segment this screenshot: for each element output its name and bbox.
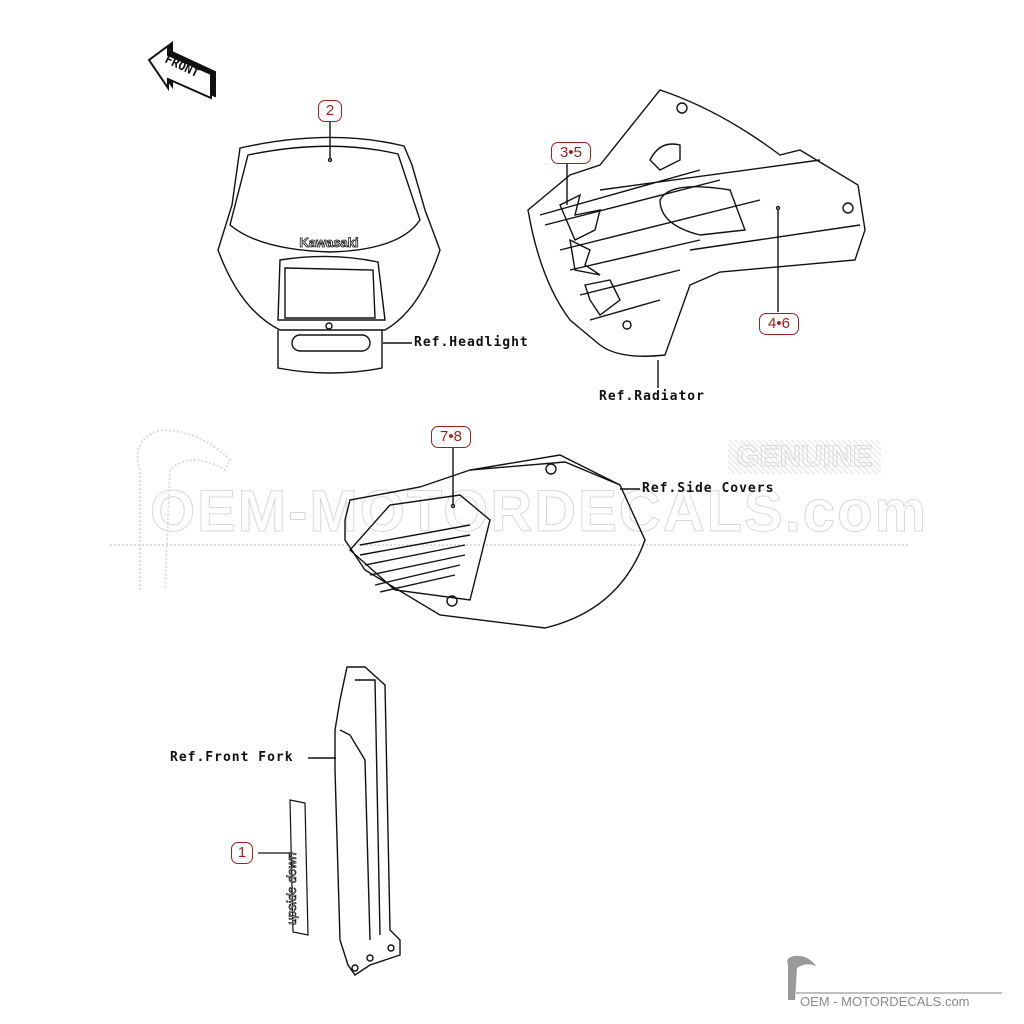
watermark-toucan-icon	[110, 428, 910, 591]
side-cover-drawing	[344, 448, 646, 629]
callout-4-6[interactable]: 4•6	[759, 313, 799, 335]
headlight-drawing	[217, 118, 441, 374]
radiator-shroud-drawing	[527, 89, 866, 388]
footer-logo-text: OEM - MOTORDECALS.com	[800, 994, 970, 1009]
watermark-text: OEM-MOTORDECALS.com	[149, 479, 929, 545]
callout-3-5[interactable]: 3•5	[551, 142, 591, 164]
kawasaki-decal-text: Kawasaki	[299, 235, 358, 250]
label-ref-radiator: Ref.Radiator	[599, 389, 705, 404]
front-fork-drawing	[308, 666, 401, 976]
upside-down-decal-text: upside down	[284, 852, 299, 925]
callout-7-8[interactable]: 7•8	[431, 426, 471, 448]
label-ref-headlight: Ref.Headlight	[414, 335, 529, 350]
callout-1[interactable]: 1	[231, 842, 253, 864]
watermark-badge: GENUINE	[728, 440, 881, 474]
front-arrow-icon: FRONT	[147, 40, 216, 100]
label-ref-side-covers: Ref.Side Covers	[642, 481, 775, 496]
upside-down-decal-drawing: upside down	[258, 799, 309, 936]
callout-2[interactable]: 2	[318, 100, 342, 122]
label-ref-front-fork: Ref.Front Fork	[170, 750, 294, 765]
toucan-logo-icon	[787, 955, 816, 1000]
